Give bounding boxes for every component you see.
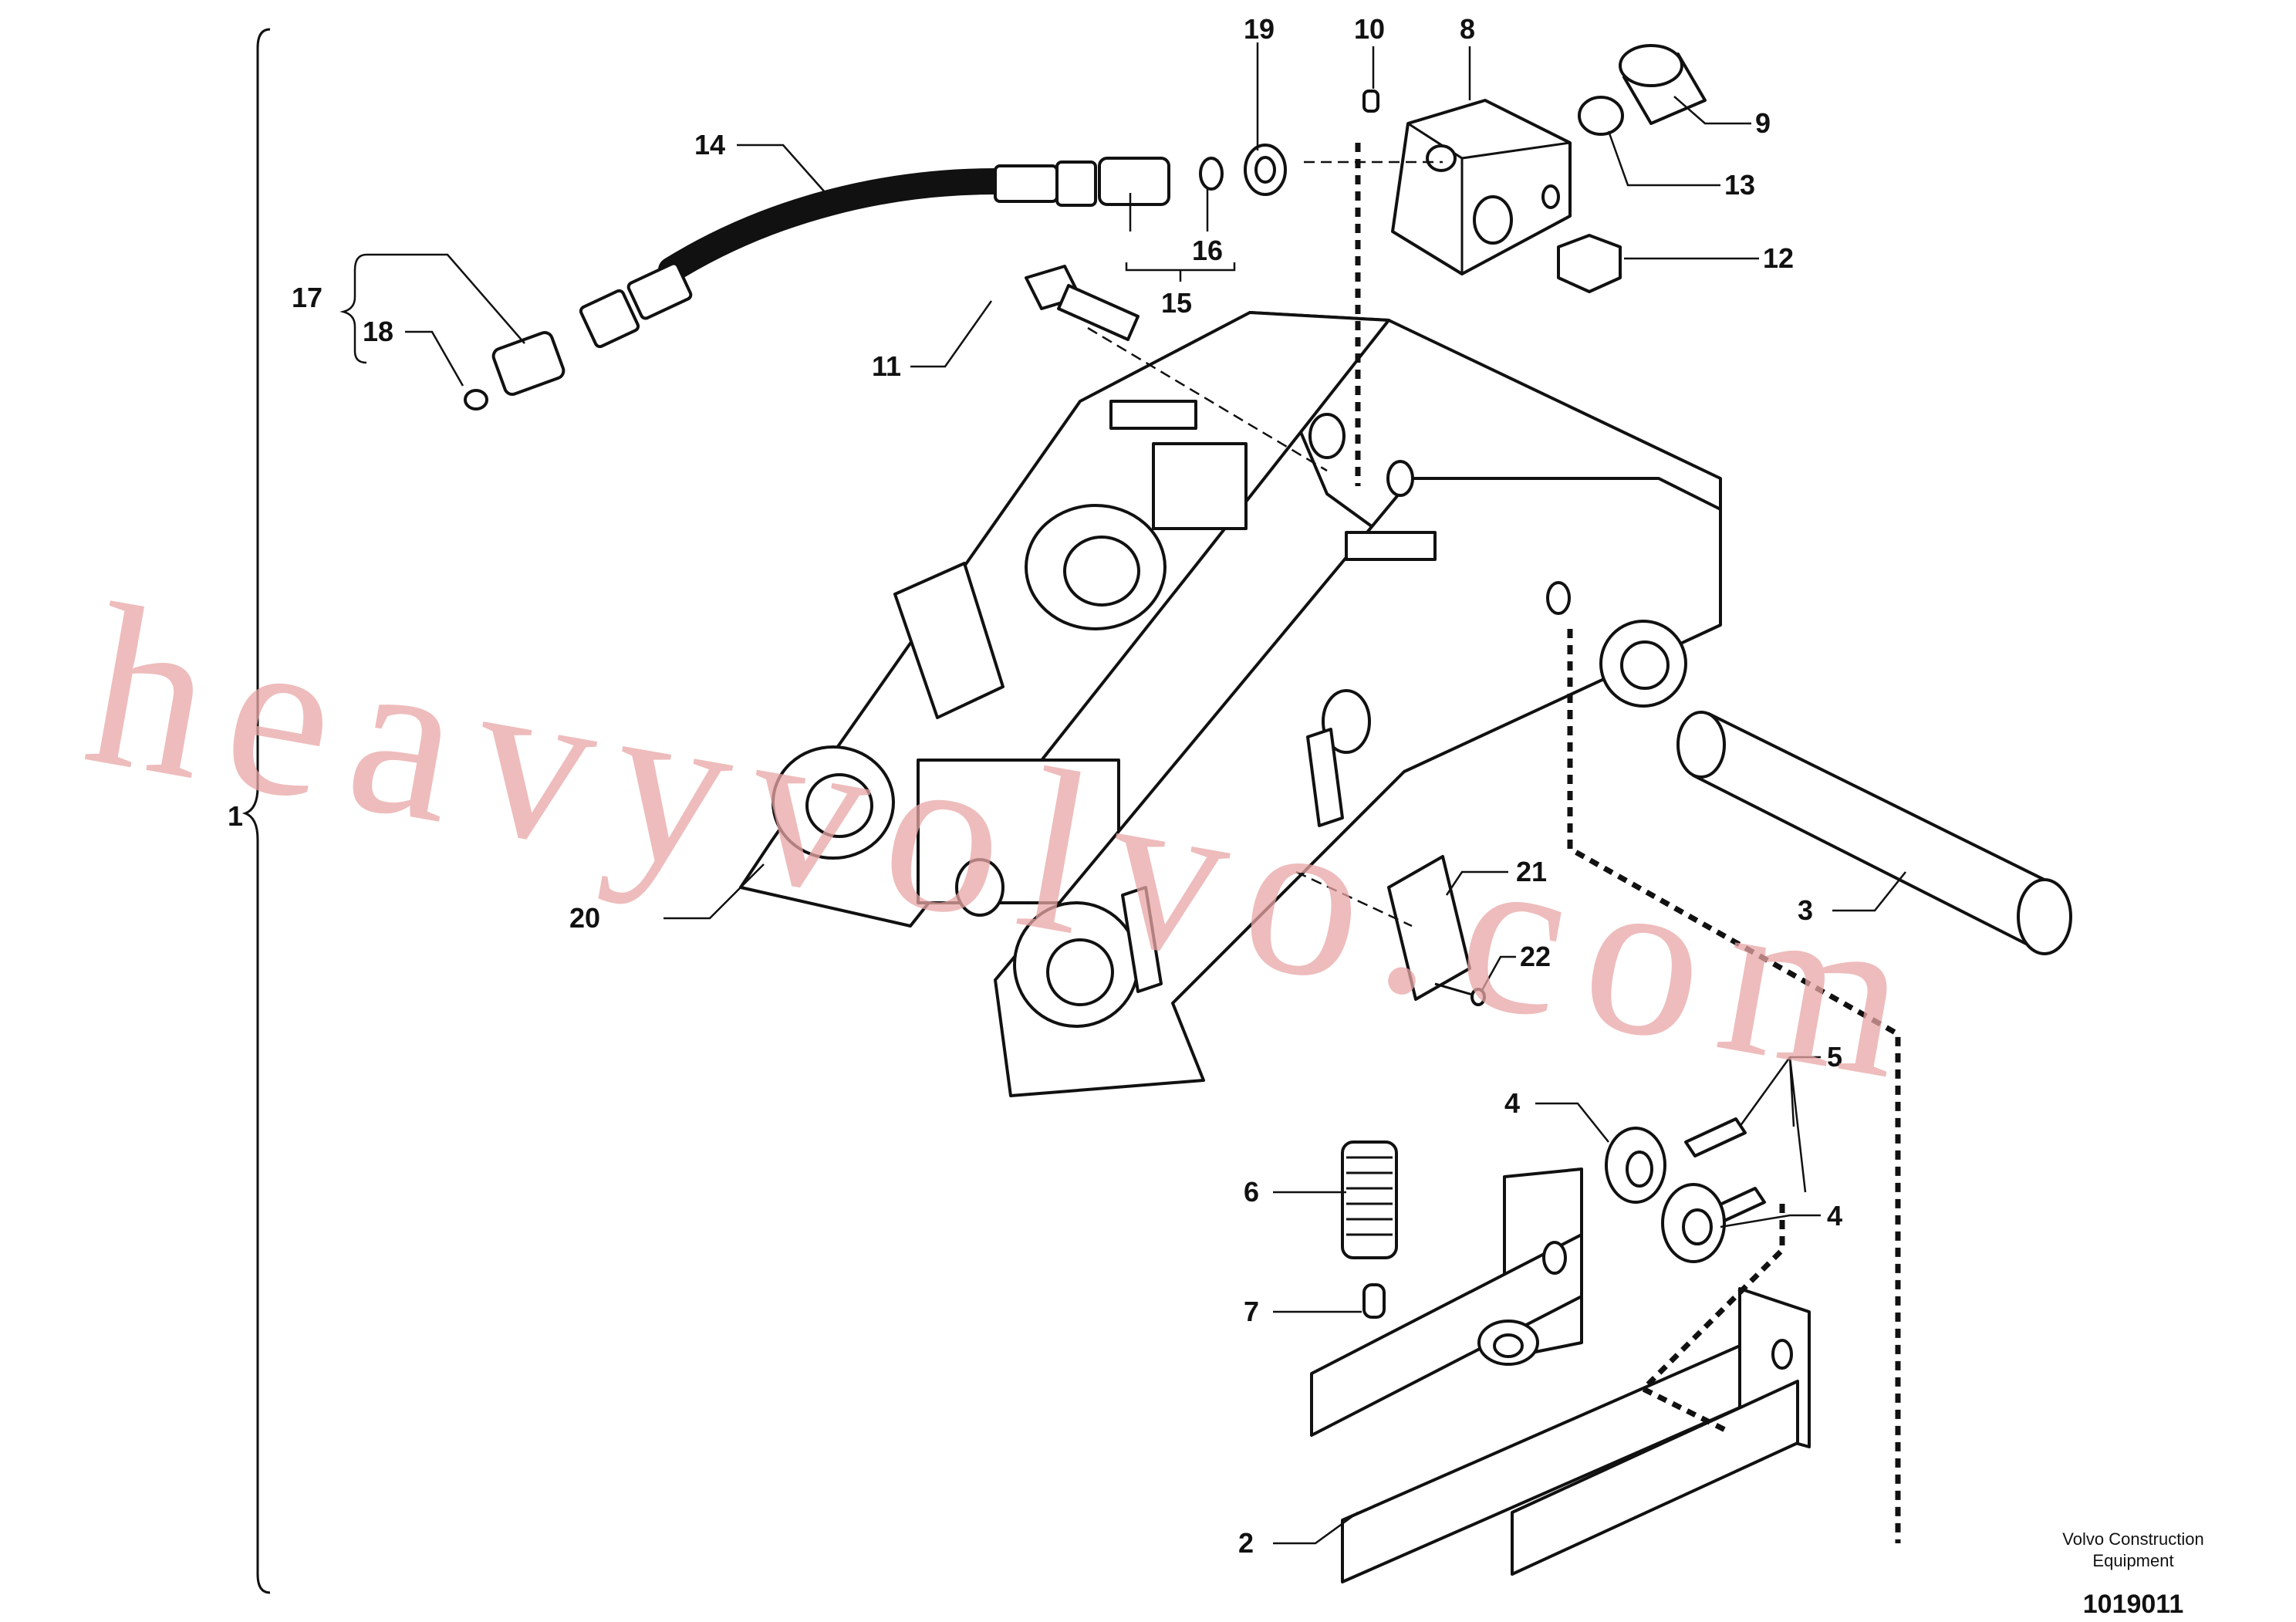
callout-18: 18	[363, 316, 393, 347]
screw-part-22	[1434, 982, 1486, 1006]
bolt-part-11	[1025, 265, 1140, 341]
manufacturer-name-line2: Equipment	[2092, 1551, 2173, 1570]
collar-part-4a	[1605, 1127, 1666, 1204]
callout-4a: 4	[1504, 1087, 1520, 1119]
spring-part-6	[1341, 1140, 1398, 1259]
collar-part-4b	[1661, 1183, 1726, 1263]
callout-11: 11	[872, 350, 901, 382]
assembly-brace	[241, 28, 271, 1594]
pin-part-3	[1676, 711, 2072, 955]
callout-10: 10	[1354, 13, 1385, 45]
screw-part-10	[1362, 90, 1379, 113]
callout-15: 15	[1161, 287, 1192, 319]
callout-9: 9	[1755, 107, 1771, 139]
adapter-part-17	[491, 331, 566, 396]
callout-2: 2	[1238, 1527, 1254, 1559]
callout-13: 13	[1724, 169, 1755, 201]
callout-21: 21	[1516, 856, 1547, 887]
nut-part-12	[1557, 234, 1622, 293]
callout-19: 19	[1244, 13, 1275, 45]
callout-4b: 4	[1827, 1200, 1842, 1232]
callout-17: 17	[292, 282, 322, 313]
callout-7: 7	[1244, 1296, 1259, 1327]
callout-22: 22	[1520, 941, 1551, 972]
document-number: 1019011	[2083, 1590, 2184, 1619]
callout-1: 1	[228, 800, 243, 832]
callout-5: 5	[1827, 1041, 1842, 1073]
callout-8: 8	[1460, 13, 1475, 45]
plunger-part-7	[1362, 1283, 1386, 1319]
callout-6: 6	[1244, 1176, 1259, 1208]
o-ring-part-13	[1578, 96, 1624, 136]
wedge-part-2	[1310, 1168, 1811, 1583]
adapter-part-15	[1098, 157, 1170, 206]
callout-3: 3	[1798, 894, 1813, 926]
roll-pin-part-5a	[1684, 1117, 1747, 1157]
callout-20: 20	[569, 902, 600, 934]
callout-12: 12	[1763, 242, 1794, 274]
hose-part-14	[579, 161, 1097, 349]
block-part-8	[1391, 99, 1572, 275]
o-ring-part-18	[464, 389, 488, 411]
callout-16: 16	[1192, 235, 1223, 266]
manufacturer-name-line1: Volvo Construction	[2062, 1529, 2203, 1549]
coupler-frame	[739, 311, 1722, 1097]
callout-14: 14	[694, 129, 725, 161]
o-ring-part-16	[1199, 157, 1224, 191]
